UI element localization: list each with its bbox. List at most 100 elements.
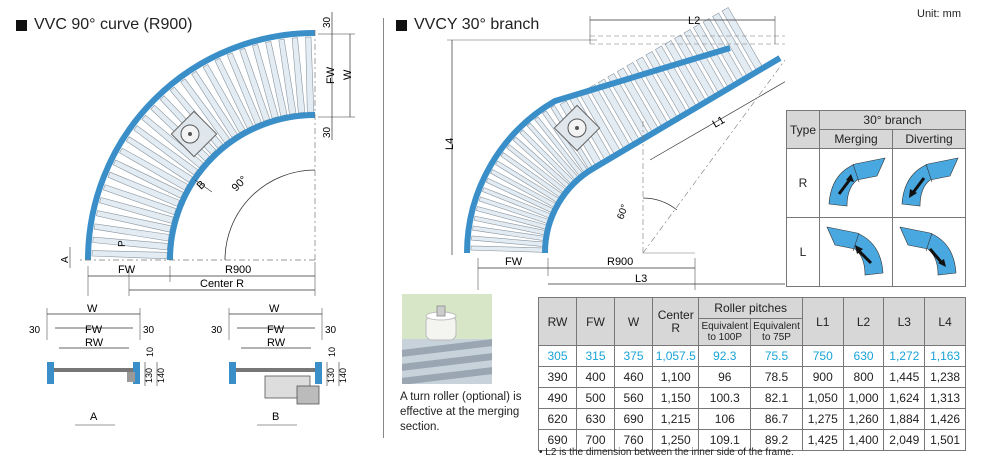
right-section-title: VVCY 30° branch bbox=[396, 16, 539, 34]
header-w: W bbox=[614, 297, 653, 346]
section-b-label: B bbox=[272, 411, 279, 423]
cross-section-a: W FW 30 30 RW 10 130 140 A bbox=[29, 303, 166, 426]
header-center-r-line2: R bbox=[671, 320, 681, 335]
caption-line-2: effective at the merging bbox=[400, 406, 520, 418]
table-cell: 89.2 bbox=[750, 429, 803, 451]
type-table: Type 30° branch Merging Diverting R L bbox=[786, 110, 966, 287]
footnote: • L2 is the dimension between the inner … bbox=[539, 447, 794, 458]
table-cell: 1,057.5 bbox=[651, 345, 700, 367]
table-cell: 1,445 bbox=[883, 366, 926, 388]
right-title-text: VVCY 30° branch bbox=[414, 16, 540, 33]
section-b-w: W bbox=[269, 303, 280, 315]
header-l2: L2 bbox=[842, 297, 885, 346]
table-cell: 1,238 bbox=[924, 366, 966, 388]
table-cell: 1,501 bbox=[924, 429, 966, 451]
table-cell: 630 bbox=[576, 408, 615, 430]
table-cell: 375 bbox=[614, 345, 653, 367]
table-cell: 1,100 bbox=[651, 366, 700, 388]
drive-motor bbox=[170, 110, 218, 158]
left-section-title: VVC 90° curve (R900) bbox=[16, 16, 192, 34]
curve-90-diagram: 90° 30 FW W 30 B P A FW R900 Center R bbox=[60, 12, 355, 296]
table-cell: 1,250 bbox=[651, 429, 700, 451]
branch-inner-frame bbox=[541, 55, 782, 254]
roller bbox=[470, 245, 544, 253]
header-center-r-line1: Center bbox=[657, 307, 694, 322]
table-cell: 900 bbox=[801, 366, 844, 388]
section-a-right30: 30 bbox=[143, 325, 155, 336]
table-cell: 1,050 bbox=[801, 387, 844, 409]
outer-frame bbox=[85, 30, 316, 261]
section-divider bbox=[383, 18, 384, 438]
table-cell: 1,425 bbox=[801, 429, 844, 451]
dim-l3: L3 bbox=[635, 273, 647, 285]
table-cell: 800 bbox=[842, 366, 885, 388]
square-bullet-icon bbox=[396, 19, 407, 31]
merging-header: Merging bbox=[819, 129, 893, 149]
table-cell: 1,624 bbox=[883, 387, 926, 409]
photo-caption: A turn roller (optional) is effective at… bbox=[400, 390, 525, 435]
section-b-d130: 130 bbox=[326, 368, 336, 383]
table-cell: 1,000 bbox=[842, 387, 885, 409]
dim-center-r: Center R bbox=[200, 278, 244, 290]
dim-r900: R900 bbox=[225, 264, 251, 276]
header-eq100: Equivalent to 100P bbox=[698, 318, 752, 346]
table-cell: 390 bbox=[538, 366, 577, 388]
turn-roller-photo bbox=[402, 294, 492, 384]
inner-frame bbox=[167, 112, 316, 261]
table-cell: 400 bbox=[576, 366, 615, 388]
table-cell: 560 bbox=[614, 387, 653, 409]
dim-l2: L2 bbox=[688, 15, 700, 27]
table-cell: 1,400 bbox=[842, 429, 885, 451]
header-eq100-line2: to 100P bbox=[707, 332, 743, 343]
table-cell: 305 bbox=[538, 345, 577, 367]
table-cell: 96 bbox=[698, 366, 752, 388]
table-cell: 92.3 bbox=[698, 345, 752, 367]
section-b-left30: 30 bbox=[211, 325, 223, 336]
dim-p-label: P bbox=[117, 240, 128, 247]
header-eq75-line2: to 75P bbox=[762, 332, 791, 343]
section-b-d140: 140 bbox=[338, 368, 348, 383]
l-merging-icon bbox=[819, 217, 893, 287]
header-eq100-line1: Equivalent bbox=[701, 321, 749, 332]
roller bbox=[91, 250, 168, 260]
table-cell: 1,150 bbox=[651, 387, 700, 409]
dim-fw-right: FW bbox=[325, 66, 337, 84]
section-a-left30: 30 bbox=[29, 325, 41, 336]
dim-30-top: 30 bbox=[322, 16, 333, 28]
table-cell: 1,260 bbox=[842, 408, 885, 430]
square-bullet-icon bbox=[16, 19, 27, 31]
table-cell: 315 bbox=[576, 345, 615, 367]
table-cell: 1,426 bbox=[924, 408, 966, 430]
section-a-rw: RW bbox=[85, 337, 104, 349]
cross-section-b: W FW 30 30 RW 10 130 140 B bbox=[211, 303, 348, 426]
table-cell: 2,049 bbox=[883, 429, 926, 451]
table-cell: 106 bbox=[698, 408, 752, 430]
header-fw: FW bbox=[576, 297, 615, 346]
header-l4: L4 bbox=[924, 297, 966, 346]
header-eq75: Equivalent to 75P bbox=[750, 318, 803, 346]
branch-drive-motor bbox=[553, 104, 601, 152]
spec-table: RW FW W Center R Roller pitches L1 L2 L3… bbox=[538, 297, 966, 451]
section-a-d140: 140 bbox=[156, 368, 166, 383]
section-b-right30: 30 bbox=[325, 325, 337, 336]
dim-30-bottom: 30 bbox=[322, 126, 333, 138]
dim-r900-branch: R900 bbox=[607, 256, 633, 268]
dim-l1: L1 bbox=[711, 114, 728, 131]
header-rw: RW bbox=[538, 297, 577, 346]
table-cell: 1,272 bbox=[883, 345, 926, 367]
table-cell: 690 bbox=[614, 408, 653, 430]
diverting-header: Diverting bbox=[892, 129, 966, 149]
table-cell: 460 bbox=[614, 366, 653, 388]
section-b-fw: FW bbox=[267, 324, 285, 336]
dim-a-label: A bbox=[60, 256, 71, 263]
row-r-label: R bbox=[786, 148, 820, 218]
header-roller-pitches: Roller pitches bbox=[698, 297, 803, 319]
type-header: Type bbox=[786, 110, 820, 149]
roller bbox=[305, 36, 315, 113]
table-cell: 109.1 bbox=[698, 429, 752, 451]
